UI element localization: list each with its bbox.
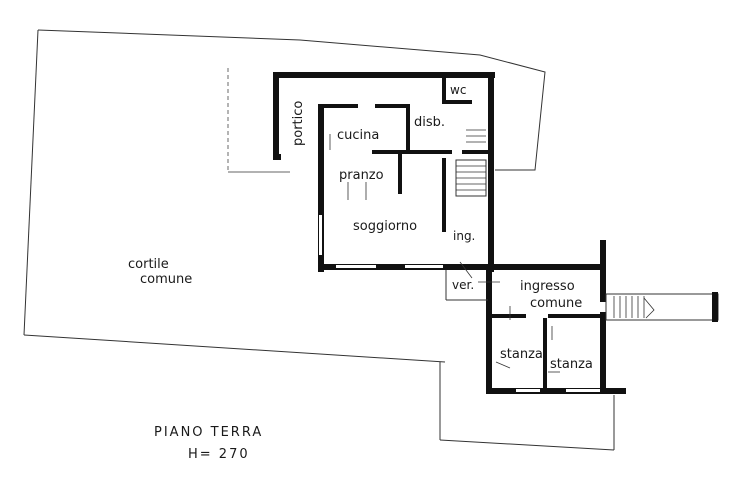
room-label-stanza-left: stanza <box>500 347 543 362</box>
room-label-comune: comune <box>530 296 582 311</box>
room-label-portico: portico <box>291 101 306 146</box>
room-label-disb: disb. <box>414 115 445 130</box>
plan-height: H= 270 <box>188 447 250 462</box>
courtyard-label-line1: cortile <box>128 257 169 272</box>
room-label-cucina: cucina <box>337 128 379 143</box>
plan-title: PIANO TERRA <box>154 425 263 440</box>
door-marks <box>329 134 560 373</box>
room-label-ingresso: ingresso <box>520 279 575 294</box>
room-label-ing: ing. <box>453 229 475 243</box>
room-label-pranzo: pranzo <box>339 168 384 183</box>
lot-boundary <box>23 29 615 451</box>
courtyard-label-line2: comune <box>140 272 192 287</box>
veranda <box>445 261 500 301</box>
stairs-annex <box>605 292 719 322</box>
walls-annex <box>486 240 626 394</box>
room-label-stanza-right: stanza <box>550 357 593 372</box>
walls-main <box>273 72 495 272</box>
stairs-main <box>455 129 487 197</box>
room-label-soggiorno: soggiorno <box>353 219 417 234</box>
room-label-wc: wc <box>450 83 466 97</box>
room-label-ver: ver. <box>452 278 474 292</box>
